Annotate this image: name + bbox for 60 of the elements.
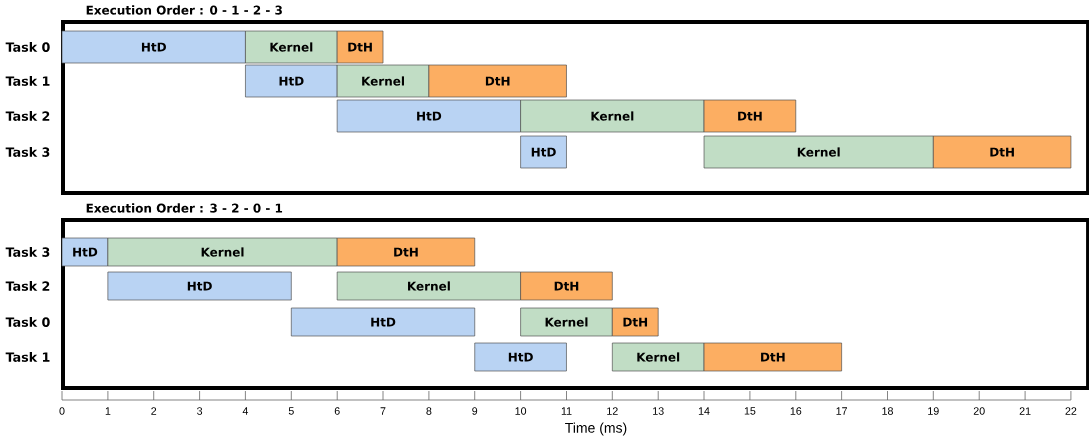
transfer-bar: HtD (474, 342, 567, 372)
transfer-bar: DtH (933, 135, 1072, 169)
transfer-bar: DtH (703, 342, 842, 372)
tick-label: 19 (928, 407, 939, 415)
tick-label: 10 (515, 407, 527, 415)
tick-label: 17 (836, 407, 847, 415)
axis-title: Time (ms) (565, 422, 627, 436)
row-label: Task 0 (5, 42, 50, 52)
kernel-bar: Kernel (520, 307, 613, 337)
tick-label: 11 (561, 407, 572, 415)
panel-frame (61, 218, 1089, 390)
transfer-bar: HtD (61, 237, 109, 267)
panel-title: Execution Order : 0 - 1 - 2 - 3 (86, 5, 282, 15)
panel-frame (61, 20, 1089, 195)
tick-label: 12 (607, 407, 618, 415)
row-label: Task 1 (5, 76, 50, 86)
transfer-bar: DtH (428, 64, 567, 98)
transfer-bar: DtH (336, 237, 476, 267)
kernel-bar: Kernel (336, 64, 430, 98)
transfer-bar: DtH (703, 99, 797, 133)
row-label: Task 3 (5, 147, 50, 157)
row-label: Task 1 (5, 352, 50, 362)
kernel-bar: Kernel (520, 99, 705, 133)
tick-label: 2 (151, 407, 157, 415)
tick-label: 14 (698, 407, 710, 415)
tick-label: 21 (1019, 407, 1031, 415)
kernel-bar: Kernel (336, 271, 521, 301)
transfer-bar: DtH (612, 307, 659, 337)
tick-label: 7 (380, 407, 386, 415)
row-label: Task 2 (5, 281, 50, 291)
tick-label: 6 (334, 407, 340, 415)
kernel-bar: Kernel (703, 135, 934, 169)
tick-label: 3 (197, 407, 203, 415)
transfer-bar: DtH (520, 271, 613, 301)
kernel-bar: Kernel (245, 30, 338, 64)
tick-label: 1 (105, 407, 111, 415)
tick-label: 22 (1065, 407, 1077, 415)
tick-label: 20 (973, 407, 985, 415)
transfer-bar: HtD (61, 30, 246, 64)
tick-label: 18 (882, 407, 893, 415)
transfer-bar: HtD (290, 307, 476, 337)
panel-title: Execution Order : 3 - 2 - 0 - 1 (86, 203, 283, 213)
kernel-bar: Kernel (107, 237, 338, 267)
transfer-bar: DtH (336, 30, 384, 64)
tick-label: 15 (744, 407, 756, 415)
transfer-bar: HtD (107, 271, 292, 301)
tick-label: 4 (242, 407, 249, 415)
tick-label: 13 (653, 407, 664, 415)
row-label: Task 0 (5, 317, 50, 327)
transfer-bar: HtD (336, 99, 521, 133)
kernel-bar: Kernel (612, 342, 705, 372)
transfer-bar: HtD (520, 135, 567, 169)
tick-label: 9 (472, 407, 478, 415)
tick-label: 8 (426, 407, 432, 415)
tick-label: 5 (288, 407, 294, 415)
tick-label: 16 (790, 407, 802, 415)
row-label: Task 3 (5, 247, 50, 257)
row-label: Task 2 (5, 111, 50, 121)
tick-label: 0 (59, 407, 65, 415)
transfer-bar: HtD (245, 64, 338, 98)
